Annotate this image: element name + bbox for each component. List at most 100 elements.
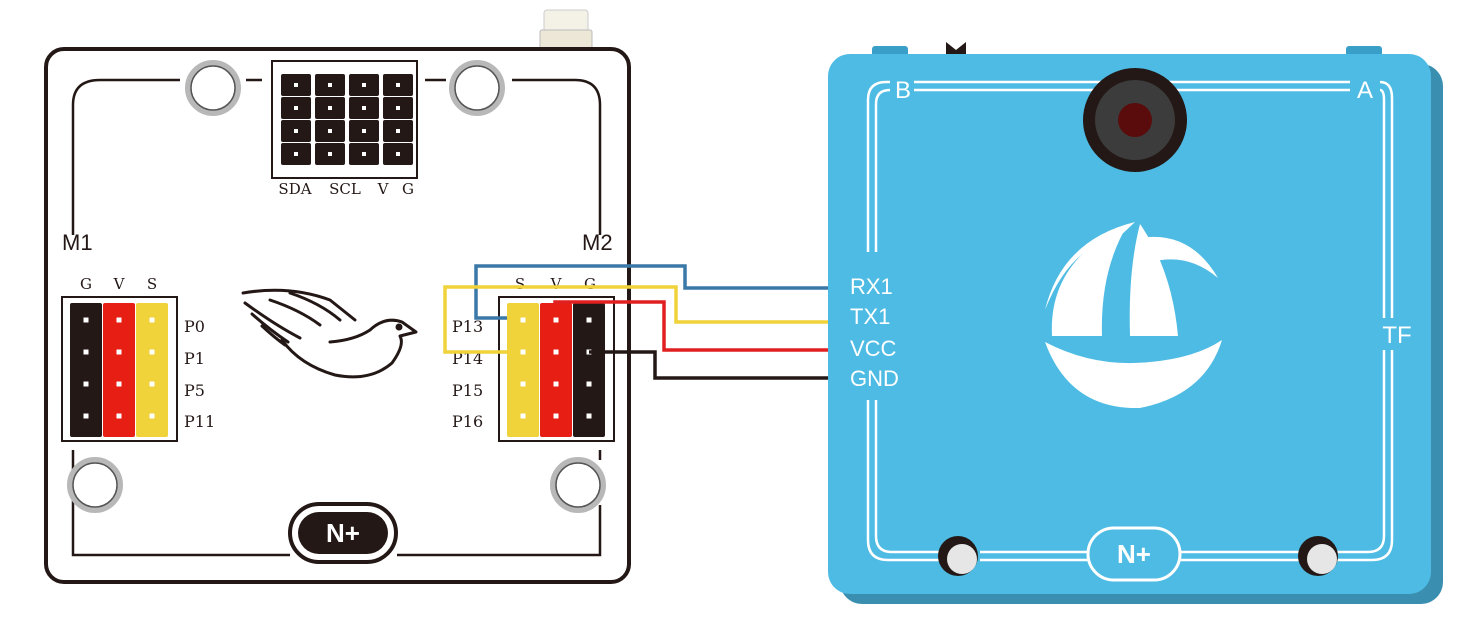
m2-col-label-s: S	[515, 275, 525, 293]
m1-title: M1	[62, 230, 93, 255]
board-top-connector	[543, 9, 589, 33]
module-pin-label-tx1: TX1	[850, 304, 890, 329]
m1-pin-dot	[83, 413, 89, 419]
i2c-pin-dot	[362, 152, 366, 156]
module-mounting-hole	[1298, 536, 1338, 576]
m2-pin-dot	[553, 381, 559, 387]
i2c-pin-dot	[328, 106, 332, 110]
m2-pin-dot	[553, 413, 559, 419]
board-logo: N+	[288, 502, 398, 564]
m1-pin-label-p11: P11	[184, 412, 215, 431]
i2c-pin-dot	[328, 152, 332, 156]
m1-pin-dot	[83, 317, 89, 323]
m2-pin-dot	[553, 349, 559, 355]
i2c-header	[271, 60, 418, 179]
mounting-hole	[185, 60, 241, 116]
wire-vcc	[553, 300, 834, 352]
m1-pin-label-p5: P5	[184, 381, 205, 400]
i2c-pin-dot	[362, 129, 366, 133]
m2-pin-dot	[586, 413, 592, 419]
m2-pin-dot	[586, 317, 592, 323]
i2c-pin-dot	[396, 152, 400, 156]
module-top-clip	[946, 42, 966, 54]
m1-signal-column	[136, 303, 168, 437]
i2c-pin-dot	[294, 129, 298, 133]
i2c-labels: SDA SCL V G	[278, 180, 414, 198]
m1-pin-dot	[83, 381, 89, 387]
tf-label-bg	[1376, 318, 1410, 350]
i2c-pin-dot	[328, 83, 332, 87]
m2-pin-dot	[553, 317, 559, 323]
i2c-label-scl: SCL	[329, 180, 361, 198]
m1-gnd-column	[70, 303, 102, 437]
sailboat-logo-icon	[1045, 222, 1222, 409]
m2-header	[498, 296, 615, 442]
m2-pin-label-p13: P13	[452, 317, 483, 336]
m1-pin-dot	[149, 413, 155, 419]
m2-pin-dot	[586, 381, 592, 387]
module-body	[828, 54, 1431, 594]
m1-pin-dot	[116, 317, 122, 323]
m1-col-label-s: S	[147, 275, 157, 293]
i2c-pin-dot	[294, 106, 298, 110]
board-frame-top-left	[71, 78, 101, 235]
m1-col-label-v: V	[113, 275, 126, 293]
module-logo: N+	[1086, 526, 1182, 582]
m2-col-label-g: G	[584, 275, 596, 293]
module-corner-label-a: A	[1357, 77, 1373, 104]
board-outline	[44, 47, 631, 584]
m2-pin-label-p15: P15	[452, 381, 483, 400]
m1-pin-dot	[116, 413, 122, 419]
module-mounting-hole	[938, 536, 978, 576]
wires	[443, 264, 834, 380]
m1-pin-label-p0: P0	[184, 317, 205, 336]
m1-pin-dot	[116, 381, 122, 387]
m2-col-label-v: V	[550, 275, 563, 293]
i2c-pin-dot	[328, 129, 332, 133]
i2c-pin-dot	[396, 129, 400, 133]
m2-signal-column	[507, 303, 539, 437]
module-pin-label-vcc: VCC	[850, 336, 897, 361]
i2c-label-g: G	[402, 180, 414, 198]
speaker-icon	[1083, 68, 1187, 172]
i2c-pin-dot	[362, 106, 366, 110]
module-pin-label-rx1: RX1	[850, 274, 893, 299]
m2-pin-dot	[520, 381, 526, 387]
m1-vcc-column	[103, 303, 135, 437]
mounting-hole	[67, 457, 123, 513]
i2c-pin-dot	[294, 83, 298, 87]
i2c-label-v: V	[377, 180, 390, 198]
wire-tx	[443, 285, 834, 354]
module-pin-label-gnd: GND	[850, 366, 899, 391]
bird-logo-icon	[241, 288, 418, 379]
wire-gnd	[589, 350, 834, 380]
m2-gnd-column	[573, 303, 605, 437]
i2c-pin-dot	[396, 83, 400, 87]
m2-pin-dot	[520, 349, 526, 355]
m1-header	[61, 296, 178, 442]
i2c-pin-dot	[396, 106, 400, 110]
m1-pin-label-p1: P1	[184, 349, 205, 368]
board-frame-top	[100, 78, 602, 235]
i2c-pin-dot	[294, 152, 298, 156]
m2-pin-label-p16: P16	[452, 412, 483, 431]
module-corner-label-b: B	[895, 77, 911, 104]
i2c-label-sda: SDA	[278, 180, 311, 198]
mounting-hole	[449, 60, 505, 116]
m1-col-label-g: G	[80, 275, 92, 293]
m1-pin-dot	[149, 349, 155, 355]
board-logo-text: N+	[326, 518, 360, 548]
tf-slot-label: TF	[1382, 322, 1411, 349]
mounting-hole	[550, 457, 606, 513]
m1-pin-dot	[149, 317, 155, 323]
m2-pin-dot	[520, 317, 526, 323]
m1-pin-dot	[83, 349, 89, 355]
wire-rx	[474, 264, 834, 320]
m1-pin-dot	[149, 381, 155, 387]
i2c-pin-dot	[362, 83, 366, 87]
controller-board: SDA SCL V G M1 M2 G V S P0 P1 P5 P11	[44, 9, 631, 584]
module-logo-text: N+	[1117, 539, 1151, 569]
m2-pin-dot	[520, 413, 526, 419]
m2-vcc-column	[540, 303, 572, 437]
